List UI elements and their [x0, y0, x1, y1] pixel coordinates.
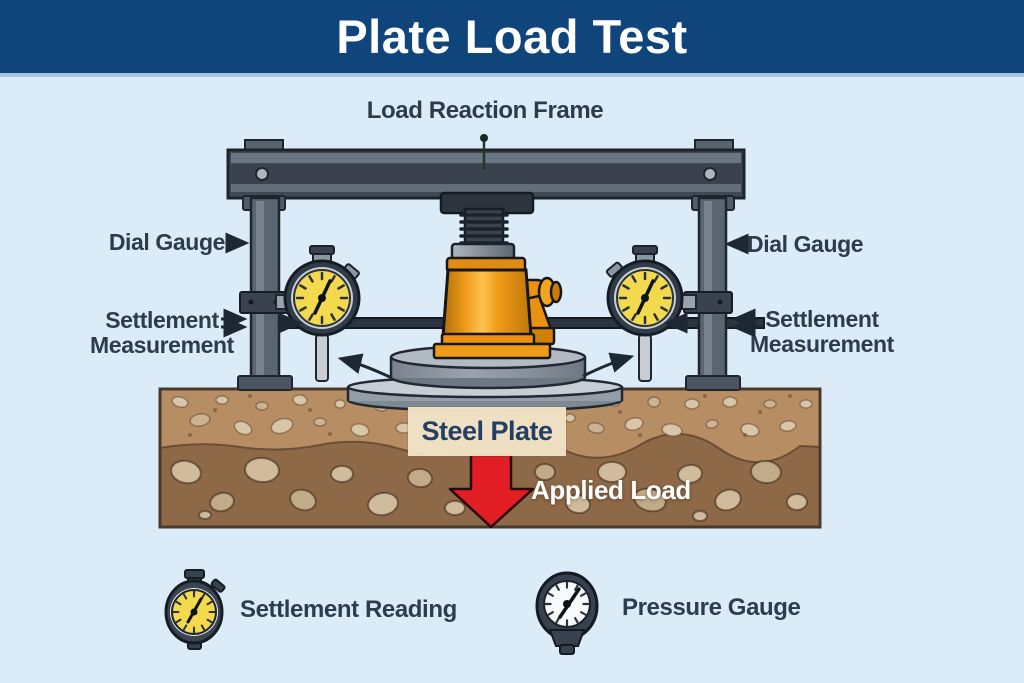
page-title: Plate Load Test: [336, 10, 688, 63]
legend-pressure-gauge-label: Pressure Gauge: [622, 594, 801, 621]
steel-plate-stack: [346, 344, 624, 413]
settlement-dial-gauge-icon: [164, 569, 226, 650]
load-reaction-frame-label: Load Reaction Frame: [366, 97, 604, 124]
load-reaction-frame: [226, 139, 746, 200]
hydraulic-jack: [432, 191, 563, 360]
soil-stones: [170, 456, 808, 522]
pressure-gauge-icon: [535, 571, 599, 655]
settlement-measurement-label-left: Settlement Measurement: [90, 307, 234, 359]
load-reaction-frame-pointer: [480, 134, 488, 170]
settlement-curve-left: [337, 353, 393, 380]
annotation-arrows: [221, 232, 758, 380]
support-column-right: [681, 195, 741, 391]
settlement-curve-right: [582, 352, 635, 378]
dial-gauge-label-left: Dial Gauge: [108, 229, 226, 255]
soil-pebbles: [171, 394, 813, 437]
jack-screw-threads: [459, 213, 509, 245]
beam-bolt-left: [255, 167, 269, 181]
settlement-measurement-label-right: Settlement Measurement: [750, 306, 894, 358]
beam-bolt-right: [703, 167, 717, 181]
dial-gauge-left: [283, 245, 361, 382]
applied-load-label: Applied Load: [531, 475, 691, 505]
gauge-plunger-right: [638, 334, 652, 382]
support-column-left: [237, 195, 293, 391]
dial-gauge-label-right: Dial Gauge: [747, 231, 864, 257]
header-bar: Plate Load Test: [0, 0, 1024, 77]
applied-load-arrow: [448, 453, 535, 529]
legend-settlement-reading-label: Settlement Reading: [240, 596, 457, 623]
steel-plate-label: Steel Plate: [421, 416, 553, 446]
gauge-plunger-left: [315, 334, 329, 382]
steel-plate-label-box: Steel Plate: [408, 407, 566, 456]
